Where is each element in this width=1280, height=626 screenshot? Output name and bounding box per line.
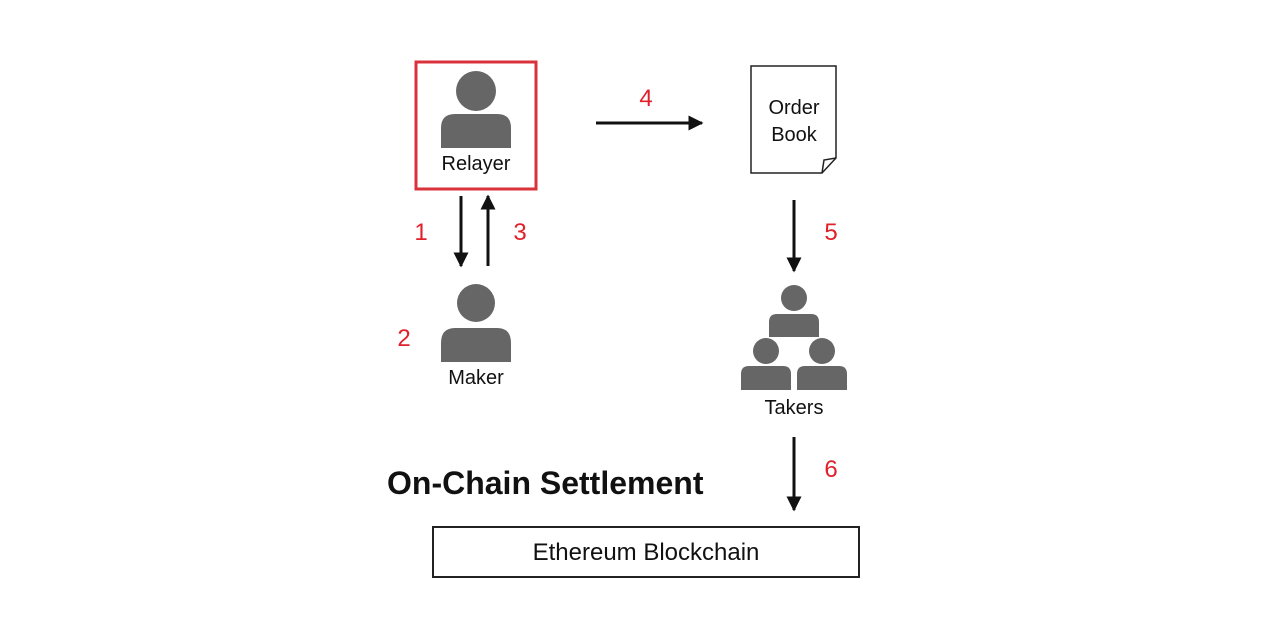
relayer-highlight-box xyxy=(414,60,538,191)
step-3: 3 xyxy=(513,219,526,246)
order-book-label-line2: Book xyxy=(771,124,818,146)
people-group-icon xyxy=(741,285,847,390)
blockchain-label: Ethereum Blockchain xyxy=(533,539,760,566)
maker-label: Maker xyxy=(448,367,504,389)
step-1: 1 xyxy=(414,219,427,246)
relayer-label: Relayer xyxy=(442,153,511,175)
step-5: 5 xyxy=(824,219,837,246)
blockchain-box xyxy=(432,526,860,578)
step-4: 4 xyxy=(639,85,652,112)
order-book-label-line1: Order xyxy=(768,97,819,119)
step-2: 2 xyxy=(397,325,410,352)
order-book-node: Order Book xyxy=(750,65,837,174)
relayer-person-icon xyxy=(441,71,511,148)
takers-label: Takers xyxy=(765,397,824,419)
document-icon xyxy=(750,65,837,174)
relayer-node: Relayer xyxy=(414,60,538,191)
blockchain-node: Ethereum Blockchain xyxy=(432,526,860,578)
maker-node: Maker xyxy=(441,284,511,389)
takers-node: Takers xyxy=(741,285,847,419)
step-6: 6 xyxy=(824,456,837,483)
maker-person-icon xyxy=(441,284,511,362)
section-title: On-Chain Settlement xyxy=(387,465,704,501)
